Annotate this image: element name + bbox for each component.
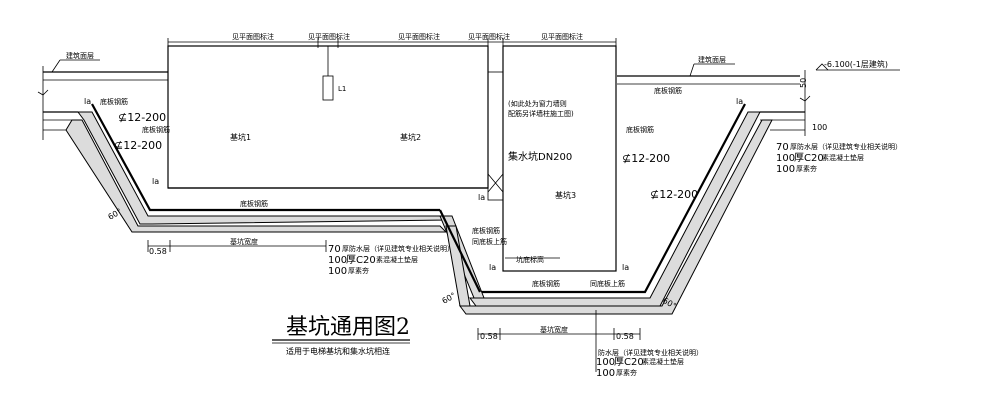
- right-100a-text2: 素混凝土垫层: [822, 153, 864, 162]
- layer-70-num: 70: [328, 244, 341, 255]
- middle-step-concrete-outer: [445, 225, 471, 307]
- drain-label: 集水坑DN200: [508, 150, 572, 163]
- floor-right-label: 建筑面层: [698, 55, 726, 64]
- top-dimension-line: [167, 38, 617, 48]
- dim-top-label-2: 见平面图标注: [308, 32, 350, 41]
- bottom-100b-text: 厚素夯: [616, 368, 637, 377]
- layer-70-text: 厚防水层（详见建筑专业相关说明）: [342, 244, 454, 253]
- same-board-label-1: 同底板上筋: [472, 237, 507, 246]
- bottom-100a-text2: 素混凝土垫层: [642, 357, 684, 366]
- la-label-5: la: [622, 263, 629, 272]
- elevation-label: -6.100(-1层建筑): [824, 59, 888, 69]
- left-top-slab: [37, 66, 168, 140]
- bottom-100a-text: 厚C20: [614, 356, 644, 368]
- bottom-dimension-left: [147, 240, 327, 252]
- dim-top-label-4: 见平面图标注: [468, 32, 510, 41]
- right-100a-text: 厚C20: [794, 152, 824, 164]
- dim-top-label-5: 见平面图标注: [541, 32, 583, 41]
- drawing-title: 基坑通用图2: [286, 315, 410, 340]
- bottom-rebar-6: 底板钢筋: [472, 226, 500, 235]
- dim-top-label-3: 见平面图标注: [398, 32, 440, 41]
- bottom-100b-num: 100: [596, 368, 615, 379]
- layer-100a-text: 厚C20: [346, 254, 376, 266]
- bottom-rebar-3: 底板钢筋: [240, 199, 268, 208]
- angle-middle: 60°: [441, 291, 458, 306]
- bottom-dimension-right: [477, 328, 641, 340]
- right-70-num: 70: [776, 142, 789, 153]
- layer-100a-num: 100: [328, 255, 347, 266]
- dim-058-right-1: 0.58: [480, 332, 498, 341]
- right-70-text: 厚防水层（详见建筑专业相关说明）: [790, 142, 902, 151]
- dim-50-label: 50: [799, 78, 808, 88]
- shear-wall: [487, 71, 504, 201]
- bottom-rebar-1: 底板钢筋: [100, 97, 128, 106]
- rebar-right-1: ⊈12-200: [622, 152, 670, 165]
- layer-100b-text: 厚素夯: [348, 266, 369, 275]
- bottom-100a-num: 100: [596, 357, 615, 368]
- layer-100b-num: 100: [328, 266, 347, 277]
- shear-wall-note-2: 配筋另详墙柱施工图): [508, 109, 574, 118]
- dim-top-label-1: 见平面图标注: [232, 32, 274, 41]
- bottom-layer-text: 防水层（详见建筑专业相关说明）: [598, 348, 703, 357]
- pit-1-label: 基坑1: [230, 132, 251, 142]
- la-label-4: la: [489, 263, 496, 272]
- bottom-rebar-7: 底板钢筋: [532, 279, 560, 288]
- pit-bottom-label: 坑底标高: [516, 255, 544, 264]
- pit-width-right: 基坑宽度: [540, 325, 568, 334]
- bottom-rebar-5: 底板钢筋: [626, 125, 654, 134]
- right-top-slab: [617, 70, 811, 136]
- shear-wall-note-1: (如此处为窗力墙则: [508, 99, 567, 108]
- dim-058-left: 0.58: [149, 247, 167, 256]
- elevation-marker: [815, 63, 900, 71]
- same-board-label-2: 同底板上筋: [590, 279, 625, 288]
- beam-l1: [322, 75, 334, 101]
- dim-100-label: 100: [812, 123, 827, 132]
- drawing-subtitle: 适用于电梯基坑和集水坑相连: [286, 346, 390, 356]
- floor-left-label: 建筑面层: [66, 51, 94, 60]
- rebar-right-2: ⊈12-200: [650, 188, 698, 201]
- right-100b-text: 厚素夯: [796, 164, 817, 173]
- layer-100a-text2: 素混凝土垫层: [376, 255, 418, 264]
- la-label-3: la: [478, 193, 485, 202]
- la-label-1: la: [84, 97, 91, 106]
- right-slope-concrete-outer: [459, 119, 773, 315]
- left-pit-inner-wall: [91, 103, 440, 212]
- right-100a-num: 100: [776, 153, 795, 164]
- pit-3-label: 基坑3: [555, 190, 576, 200]
- rebar-left-1: ⊈12-200: [118, 111, 166, 124]
- left-slope-concrete-outer: [65, 119, 448, 233]
- la-label-6: la: [736, 97, 743, 106]
- beam-l1-label: L1: [338, 85, 346, 93]
- bottom-rebar-2: 底板钢筋: [142, 125, 170, 134]
- right-100b-num: 100: [776, 164, 795, 175]
- bottom-rebar-4: 底板钢筋: [654, 86, 682, 95]
- rebar-left-2: ⊈12-200: [114, 139, 162, 152]
- dim-058-right-2: 0.58: [616, 332, 634, 341]
- pit-width-left: 基坑宽度: [230, 237, 258, 246]
- right-pit-inner-wall: [480, 103, 746, 294]
- la-label-2: la: [152, 177, 159, 186]
- pit-2-label: 基坑2: [400, 132, 421, 142]
